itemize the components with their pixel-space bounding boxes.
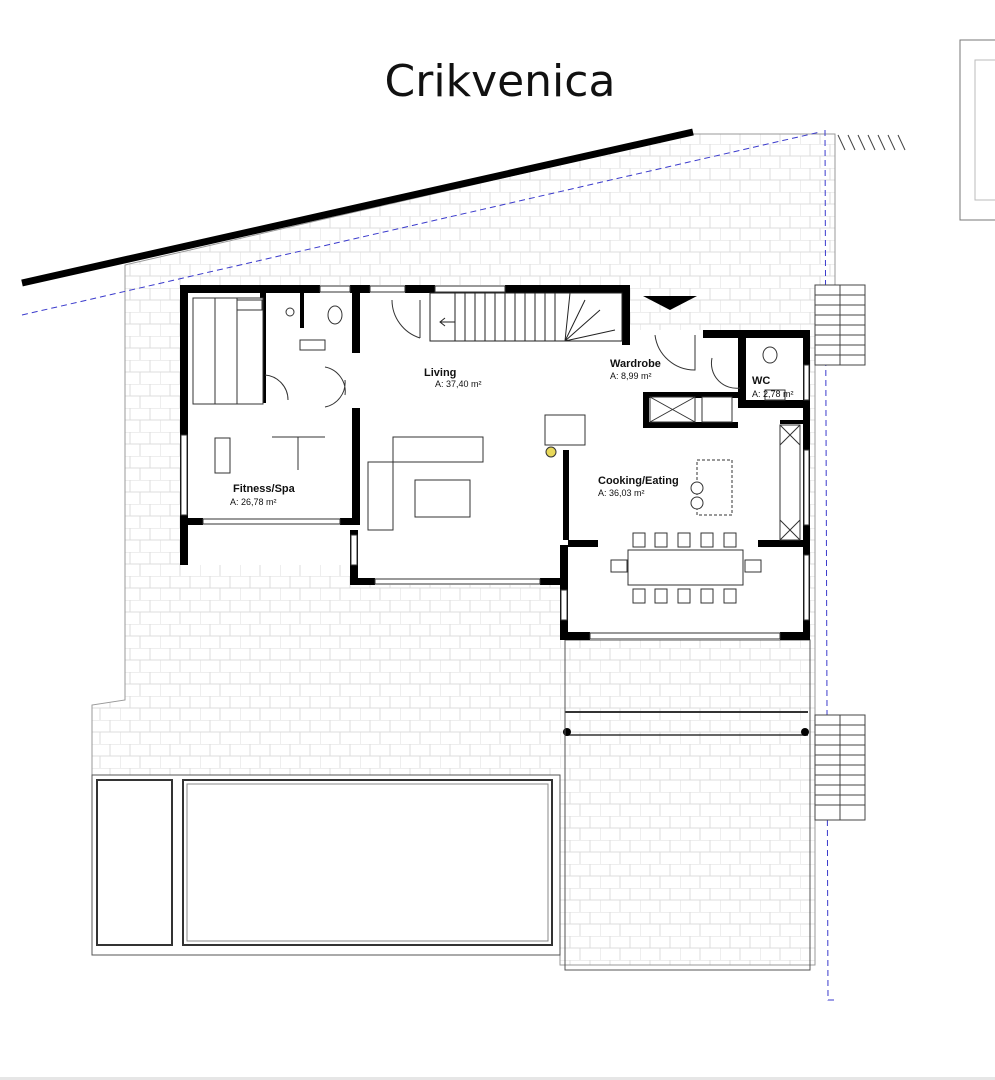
room-label-cooking-eating: Cooking/Eating: [598, 475, 679, 487]
interior-stairs: [429, 292, 623, 342]
frame-box: [959, 39, 995, 221]
room-area-wardrobe: A: 8,99 m²: [610, 371, 652, 381]
room-label-living: Living: [424, 367, 456, 379]
room-label-wardrobe: Wardrobe: [610, 358, 661, 370]
house: Living A: 37,40 m² Fitness/Spa A: 26,78 …: [180, 285, 810, 640]
property-line-vertical: [824, 129, 835, 1001]
dining-chairs: [632, 532, 737, 604]
entrance-arrow-icon: [643, 296, 697, 310]
exterior-stairs: [814, 134, 906, 821]
pool-small: [96, 779, 173, 946]
room-area-cooking-eating: A: 36,03 m²: [598, 488, 645, 498]
pool: [182, 779, 553, 946]
boundary-wall: [21, 128, 694, 287]
room-area-living: A: 37,40 m²: [435, 379, 482, 389]
bottom-edge: [0, 1077, 995, 1080]
plan-title: Crikvenica: [384, 56, 616, 107]
pool-area: [91, 774, 561, 956]
property-line: [21, 131, 821, 316]
room-label-fitness-spa: Fitness/Spa: [233, 483, 296, 495]
room-area-fitness-spa: A: 26,78 m²: [230, 497, 277, 507]
room-area-wc: A: 2,78 m²: [752, 389, 794, 399]
room-label-wc: WC: [752, 375, 770, 387]
